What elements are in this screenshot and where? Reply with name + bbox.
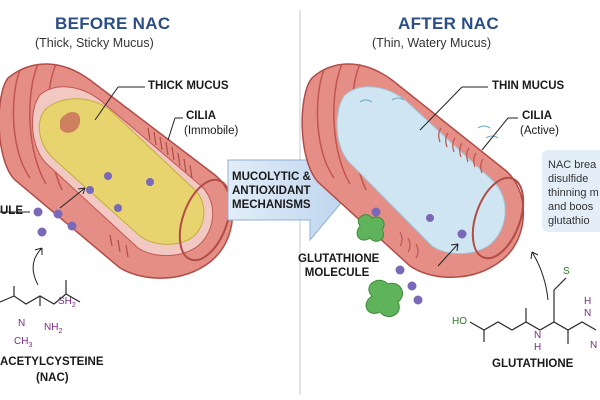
nac-molecule-label: ULE [0, 205, 23, 217]
airway-cut-end [178, 178, 232, 262]
cilia-after-state: (Active) [520, 125, 559, 137]
cilia-before-state: (Immobile) [184, 125, 239, 137]
thin-mucus-label: THIN MUCUS [492, 80, 565, 92]
leader-thin-mucus [419, 86, 463, 131]
cilia-immobile [109, 127, 193, 258]
nac-effect-note: NAC brea disulfide thinning m and boos g… [542, 150, 600, 232]
nac-molecules [33, 172, 154, 237]
cilia-after-label: CILIA [522, 110, 553, 122]
thin-mucus [336, 86, 506, 254]
arrow-head [34, 247, 43, 255]
atom-n1: N [534, 330, 542, 341]
leader-cilia-before [167, 117, 176, 141]
mucus-plug [60, 111, 81, 133]
thick-mucus [38, 98, 205, 245]
arrow-head [530, 251, 539, 260]
glutathione-molecule-label: GLUTATHIONE MOLECULE [298, 253, 380, 279]
airway-after [301, 63, 525, 278]
cilia-active [399, 127, 484, 259]
arrow-glutathione [437, 243, 459, 267]
glutathione-structure [469, 277, 597, 344]
mechanism-label: MUCOLYTIC & ANTIOXIDANT MECHANISMS [232, 171, 311, 211]
atom-nh2: NH2 [44, 322, 63, 335]
leader-cilia-after [481, 117, 509, 151]
airway-ring [333, 63, 351, 185]
note-line: NAC brea [548, 159, 597, 171]
arrow-head [450, 243, 459, 252]
arrow-molecule-enter [59, 187, 86, 209]
airway-ring [316, 69, 335, 179]
arrow-head [77, 187, 86, 195]
note-line: thinning m [548, 187, 599, 199]
atom-s: S [563, 266, 570, 277]
atom-ho: HO [452, 316, 467, 327]
arrow-nac-up [32, 247, 43, 286]
cilia-before-label: CILIA [186, 110, 217, 122]
nac-abbrev: (NAC) [36, 372, 69, 384]
atom-n2: N [584, 308, 592, 319]
motion-marks [359, 97, 499, 139]
before-subtitle: (Thick, Sticky Mucus) [35, 36, 154, 50]
glutathione-blobs [356, 214, 403, 317]
after-title: AFTER NAC [398, 14, 499, 33]
airway-cut-end [471, 176, 525, 260]
note-line: and boos [548, 201, 594, 213]
arrow-glutathione-up [531, 251, 549, 301]
before-title: BEFORE NAC [55, 14, 171, 33]
note-line: disulfide [548, 173, 589, 185]
nac-structure [0, 280, 81, 306]
airway-ring [12, 69, 31, 179]
note-line: glutathio [548, 215, 590, 227]
airway-before [0, 63, 234, 279]
airway-ring [29, 63, 47, 185]
atom-h1: H [534, 342, 542, 353]
atom-n3: N [590, 340, 598, 351]
atom-ch3: CH3 [14, 336, 33, 349]
atom-h2: H [584, 296, 592, 307]
glutathione-precursor-molecules [371, 207, 467, 305]
thick-mucus-label: THICK MUCUS [148, 80, 229, 92]
atom-n: N [18, 318, 26, 329]
atom-sh: SH2 [58, 296, 76, 309]
glutathione-name: GLUTATHIONE [492, 358, 574, 370]
nac-name: ACETYLCYSTEINE [0, 356, 104, 368]
leader-thick-mucus [94, 86, 119, 121]
after-subtitle: (Thin, Watery Mucus) [372, 36, 492, 50]
